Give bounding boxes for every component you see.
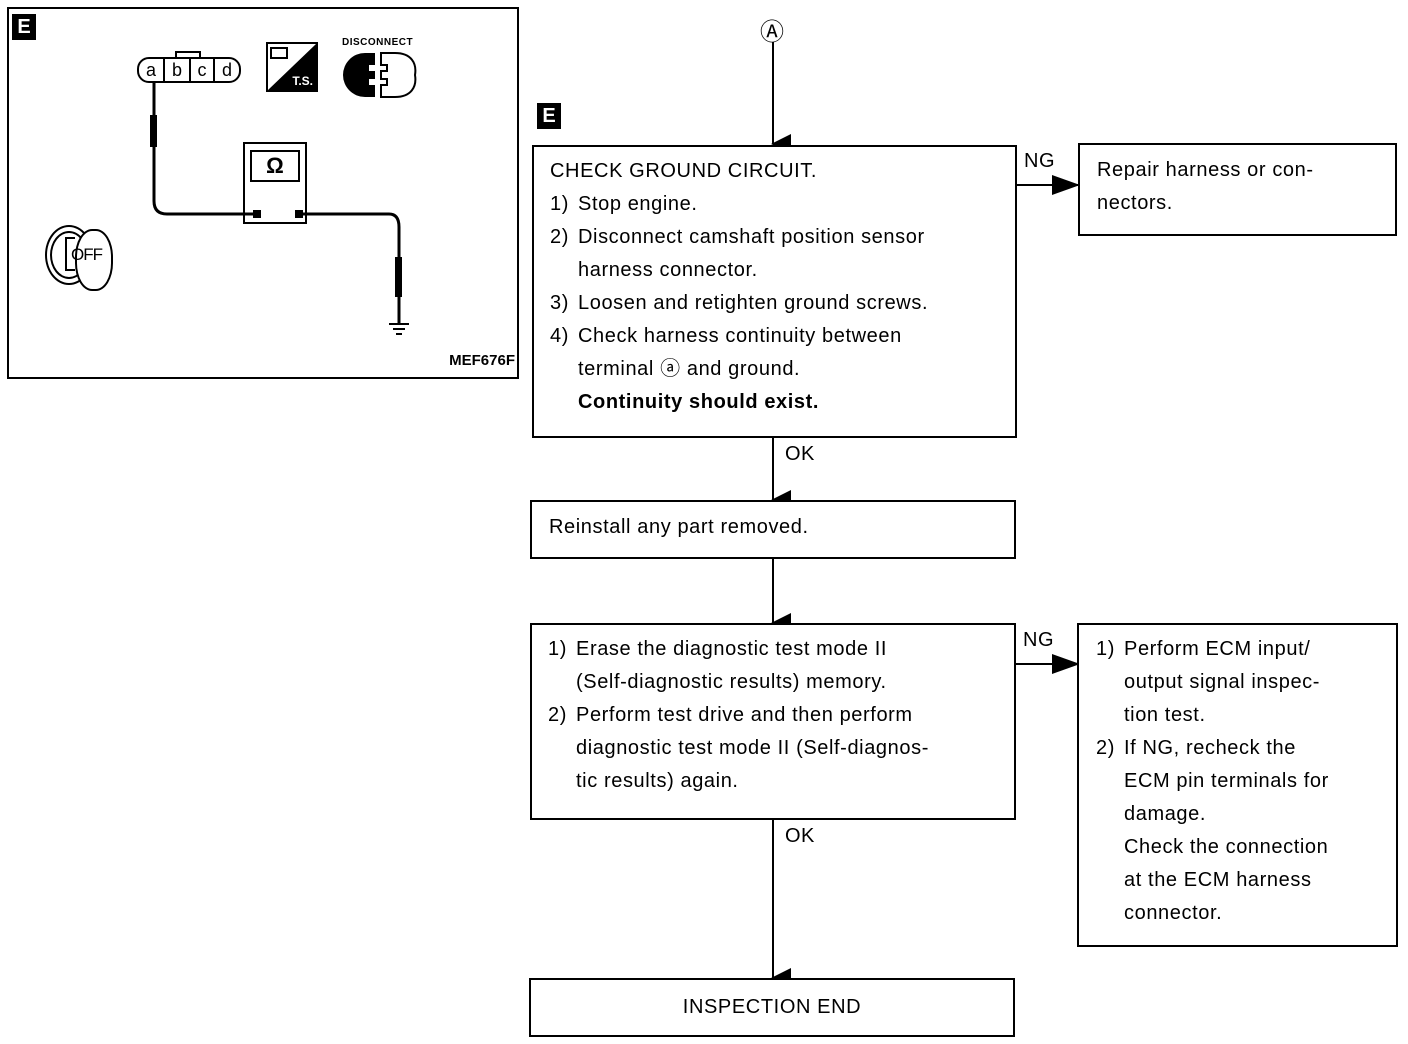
harness-connector-icon: a b c d	[137, 51, 241, 83]
meter-symbol: Ω	[250, 150, 300, 182]
step3-ng-item: 1)Perform ECM input/	[1096, 638, 1311, 660]
connector-pin-b: b	[165, 59, 191, 81]
step3-ok-label: OK	[785, 825, 815, 847]
step3-ng-label: NG	[1023, 629, 1054, 651]
step1-item: 1)Stop engine.	[550, 193, 698, 215]
tester-icon: T.S.	[266, 42, 318, 92]
connector-pin-c: c	[191, 59, 215, 81]
flow-section-badge: E	[537, 103, 561, 129]
ignition-key-off-icon: OFF	[45, 223, 115, 291]
step3-ng-item: 2)If NG, recheck the	[1096, 737, 1296, 759]
wiring-figure: E a b c d T.S. DISCONNECT Ω	[7, 7, 519, 379]
inspection-end: INSPECTION END	[529, 978, 1015, 1037]
step1-title: CHECK GROUND CIRCUIT.	[550, 160, 818, 182]
step-check-ground-circuit: CHECK GROUND CIRCUIT. 1)Stop engine. 2)D…	[532, 145, 1017, 438]
tester-label: T.S.	[292, 74, 313, 88]
figure-section-badge: E	[12, 14, 36, 40]
step1-ok-label: OK	[785, 443, 815, 465]
test-leads	[150, 81, 402, 324]
disconnect-label: DISCONNECT	[342, 37, 414, 48]
entry-marker: Ⓐ	[760, 19, 785, 46]
figure-code: MEF676F	[449, 352, 515, 369]
ignition-state: OFF	[71, 245, 103, 264]
ground-icon	[389, 323, 409, 335]
step1-item: 4)Check harness continuity between	[550, 325, 902, 347]
step-reinstall-parts: Reinstall any part removed.	[530, 500, 1016, 559]
step-ecm-inspection: 1)Perform ECM input/ output signal inspe…	[1077, 623, 1398, 947]
connector-pin-d: d	[221, 60, 232, 80]
step-repair-harness: Repair harness or con- nectors.	[1078, 143, 1397, 236]
connector-pin-a: a	[139, 59, 165, 81]
step1-emphasis: Continuity should exist.	[578, 391, 820, 413]
step-erase-and-test: 1)Erase the diagnostic test mode II (Sel…	[530, 623, 1016, 820]
ohmmeter-icon: Ω	[243, 142, 307, 224]
step3-item: 1)Erase the diagnostic test mode II	[548, 638, 888, 660]
disconnect-icon: DISCONNECT	[339, 37, 423, 98]
step1-ng-label: NG	[1024, 150, 1055, 172]
step3-item: 2)Perform test drive and then perform	[548, 704, 913, 726]
step1-item: 2)Disconnect camshaft position sensor	[550, 226, 925, 248]
step1-item: 3)Loosen and retighten ground screws.	[550, 292, 929, 314]
